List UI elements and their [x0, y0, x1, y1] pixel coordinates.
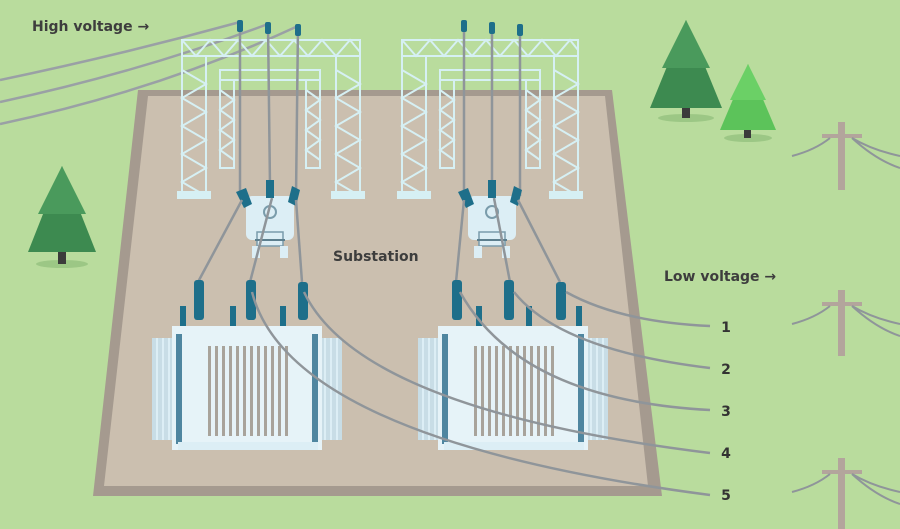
line-number-3: 3: [721, 404, 731, 420]
gantry-drop-wires: [238, 22, 522, 197]
circuit-breaker-left: [236, 180, 300, 258]
breaker-to-transformer-wires: [196, 197, 562, 283]
line-number-2: 2: [721, 362, 731, 378]
high-voltage-label: High voltage →: [32, 19, 150, 35]
gantry-insulators: [237, 20, 523, 36]
low-voltage-wires: [250, 290, 711, 497]
gantry-frame-left: [177, 38, 365, 199]
high-voltage-lines: [0, 20, 299, 126]
utility-pole-icon: [791, 290, 900, 356]
tree-icon: [720, 64, 776, 142]
line-number-1: 1: [721, 320, 731, 336]
utility-pole-icon: [791, 458, 900, 529]
line-number-5: 5: [721, 488, 731, 504]
tree-icon: [28, 166, 96, 268]
substation-label: Substation: [333, 249, 419, 265]
low-voltage-label: Low voltage →: [664, 269, 777, 285]
tree-icon: [650, 20, 722, 122]
transformer-right: [418, 280, 608, 450]
line-number-4: 4: [721, 446, 731, 462]
circuit-breaker-right: [458, 180, 522, 258]
utility-pole-icon: [791, 122, 900, 190]
